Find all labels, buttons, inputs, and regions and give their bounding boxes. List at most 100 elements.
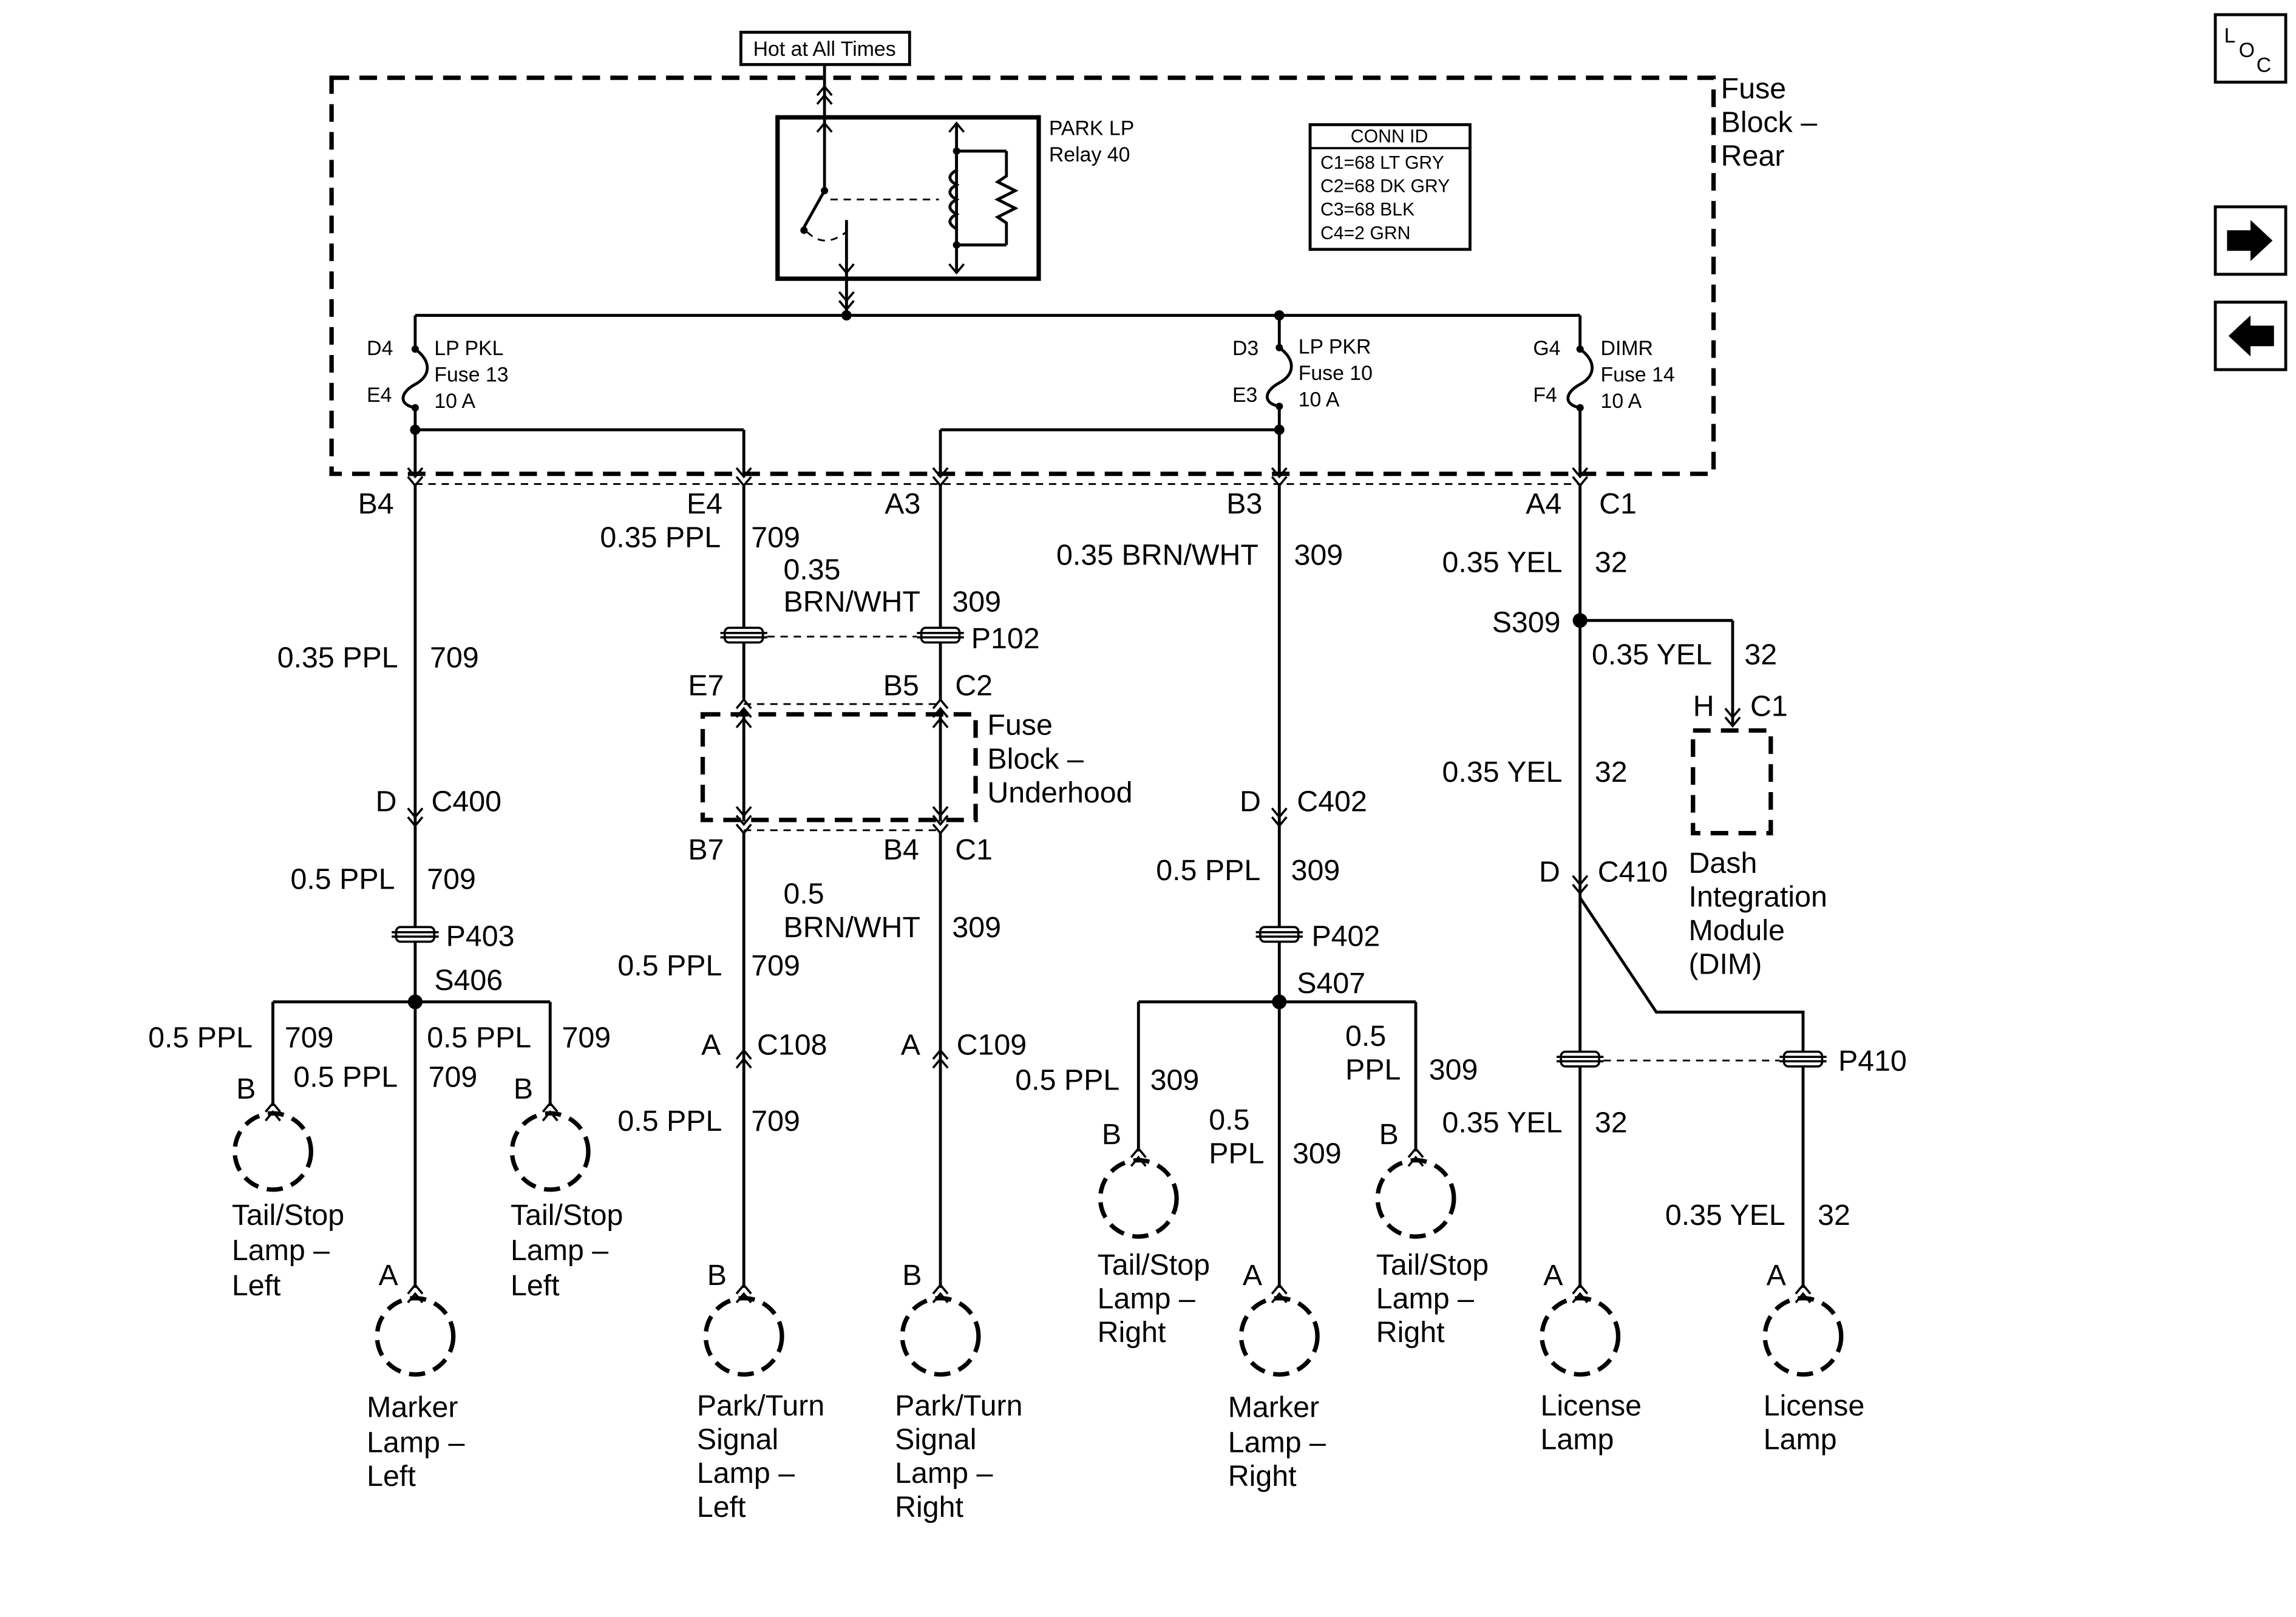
arrow-left-icon [2228,315,2274,357]
prev-page-button[interactable] [2213,300,2288,371]
fuse-block-rear-label: Fuse Block – Rear [1721,72,1826,172]
conn-id-table: CONN ID C1=68 LT GRY C2=68 DK GRY C3=68 … [1308,123,1472,251]
underhood-top-pin: E7 [688,669,724,702]
c109-label: C109 [957,1029,1027,1062]
underhood-bottom-pin: C1 [955,833,993,866]
underhood-top-pin: C2 [955,669,993,702]
p403-label: P403 [446,920,515,953]
underhood-top-pin: B5 [883,669,919,702]
lamp-pin: B [902,1259,922,1292]
conn-id-row: C3=68 BLK [1320,200,1415,220]
rear-pin: A3 [885,487,920,520]
fuse-block-rear-outline [329,75,1716,476]
s309-label: S309 [1492,606,1561,639]
lamp-pin: A [1543,1259,1563,1292]
supply-block: Hot at All Times [739,30,911,107]
c402-label: C402 [1297,785,1367,818]
lamp-pin: A [1243,1259,1263,1292]
loc-button[interactable]: L O C [2213,13,2288,84]
rear-pin: E4 [687,487,722,520]
underhood-bottom-pin: B7 [688,833,724,866]
c108-pin: A [701,1029,721,1062]
conn-id-row: C4=2 GRN [1320,223,1410,243]
fuse-block-underhood-label: Fuse Block – Underhood [987,709,1132,809]
fuse-14-top-pin: G4 [1533,337,1560,360]
p102-label: P102 [971,622,1040,655]
next-page-button[interactable] [2213,205,2288,276]
loc-letter: L [2224,24,2236,47]
relay-label: PARK LP Relay 40 [1049,117,1140,166]
fuse-10: D3 E3 LP PKR Fuse 10 10 A [1232,315,1379,474]
arrow-right-icon [2227,220,2273,262]
fuse-14-label: DIMR Fuse 14 10 A [1601,337,1681,413]
fuse-14-bottom-pin: F4 [1533,384,1557,407]
lamp-pin: B [236,1073,256,1105]
fuse-14: G4 F4 DIMR Fuse 14 10 A [1533,315,1681,474]
underhood-bottom-pin: B4 [883,833,919,866]
fuse-13-label: LP PKL Fuse 13 10 A [434,337,514,413]
lamp-pin: A [378,1259,398,1292]
rear-pin: B3 [1226,487,1262,520]
dim-module-outline [1691,728,1773,836]
lamp-pin: B [1102,1118,1121,1151]
lamp-pin: A [1767,1259,1787,1292]
c400-label: C400 [431,785,501,818]
fuse-10-bottom-pin: E3 [1232,384,1257,407]
s406-label: S406 [434,964,503,997]
loc-letter: C [2257,53,2271,76]
c108-label: C108 [757,1029,827,1062]
supply-label: Hot at All Times [753,38,896,61]
conn-id-row: C2=68 DK GRY [1320,177,1450,197]
park-lamp-relay: PARK LP Relay 40 [775,107,1140,301]
lamp-pin: B [707,1259,727,1292]
c109-pin: A [901,1029,921,1062]
c410-pin: D [1539,855,1560,888]
lamp-pin: B [514,1073,533,1105]
fuse-13-top-pin: D4 [367,337,393,360]
c410-label: C410 [1598,855,1668,888]
loc-letter: O [2239,39,2255,62]
lamp-pin: B [1379,1118,1399,1151]
s407-label: S407 [1297,967,1365,1000]
p410-label: P410 [1838,1045,1907,1077]
dim-label: Dash Integration Module (DIM) [1689,847,1836,981]
c402-pin: D [1240,785,1261,818]
fuse-10-label: LP PKR Fuse 10 10 A [1299,335,1379,411]
conn-id-row: C1=68 LT GRY [1320,153,1444,173]
rear-pin: C1 [1599,487,1637,520]
